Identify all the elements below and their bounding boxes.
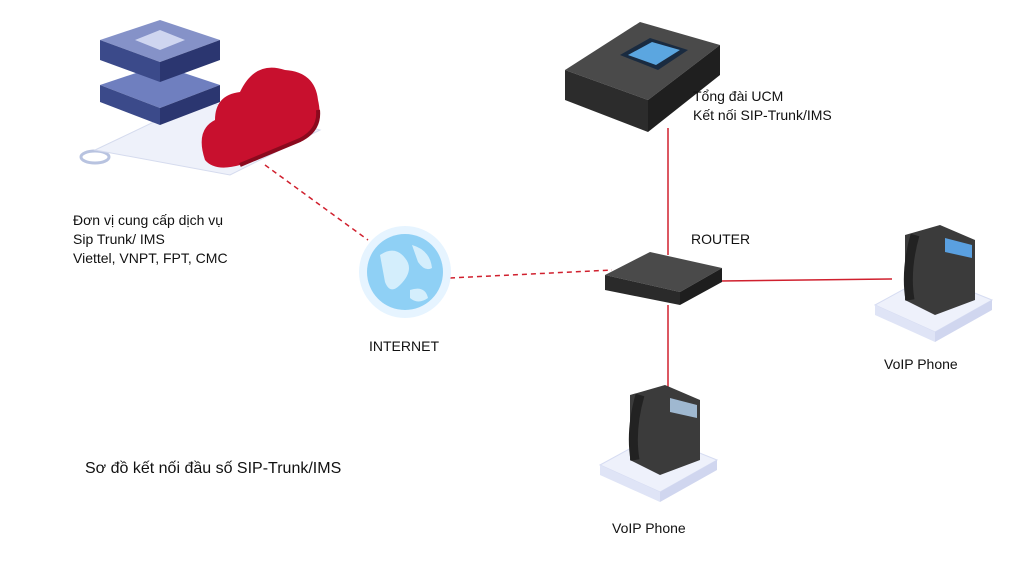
link-router-phone-right xyxy=(719,278,893,282)
phone-bottom-label: VoIP Phone xyxy=(612,520,686,536)
voip-phone-right-icon xyxy=(873,225,994,342)
internet-globe-icon xyxy=(359,226,451,318)
provider-label-line3: Viettel, VNPT, FPT, CMC xyxy=(73,250,228,266)
link-internet-router xyxy=(449,269,613,279)
ucm-pbx-icon xyxy=(565,22,720,132)
phone-right-label: VoIP Phone xyxy=(884,356,958,372)
provider-label: Đơn vị cung cấp dịch vụ Sip Trunk/ IMS V… xyxy=(73,211,228,268)
ucm-label: Tổng đài UCM Kết nối SIP-Trunk/IMS xyxy=(693,87,832,125)
provider-label-line1: Đơn vị cung cấp dịch vụ xyxy=(73,212,224,228)
link-cloud-internet xyxy=(264,164,369,241)
cloud-icon xyxy=(201,67,321,168)
diagram-caption: Sơ đồ kết nối đầu số SIP-Trunk/IMS xyxy=(85,460,342,477)
provider-label-line2: Sip Trunk/ IMS xyxy=(73,231,165,247)
router-icon xyxy=(605,252,722,305)
ucm-label-line1: Tổng đài UCM xyxy=(693,88,784,104)
internet-label: INTERNET xyxy=(369,338,439,354)
voip-phone-bottom-icon xyxy=(598,385,719,502)
router-label: ROUTER xyxy=(691,231,751,247)
ucm-label-line2: Kết nối SIP-Trunk/IMS xyxy=(693,107,832,123)
